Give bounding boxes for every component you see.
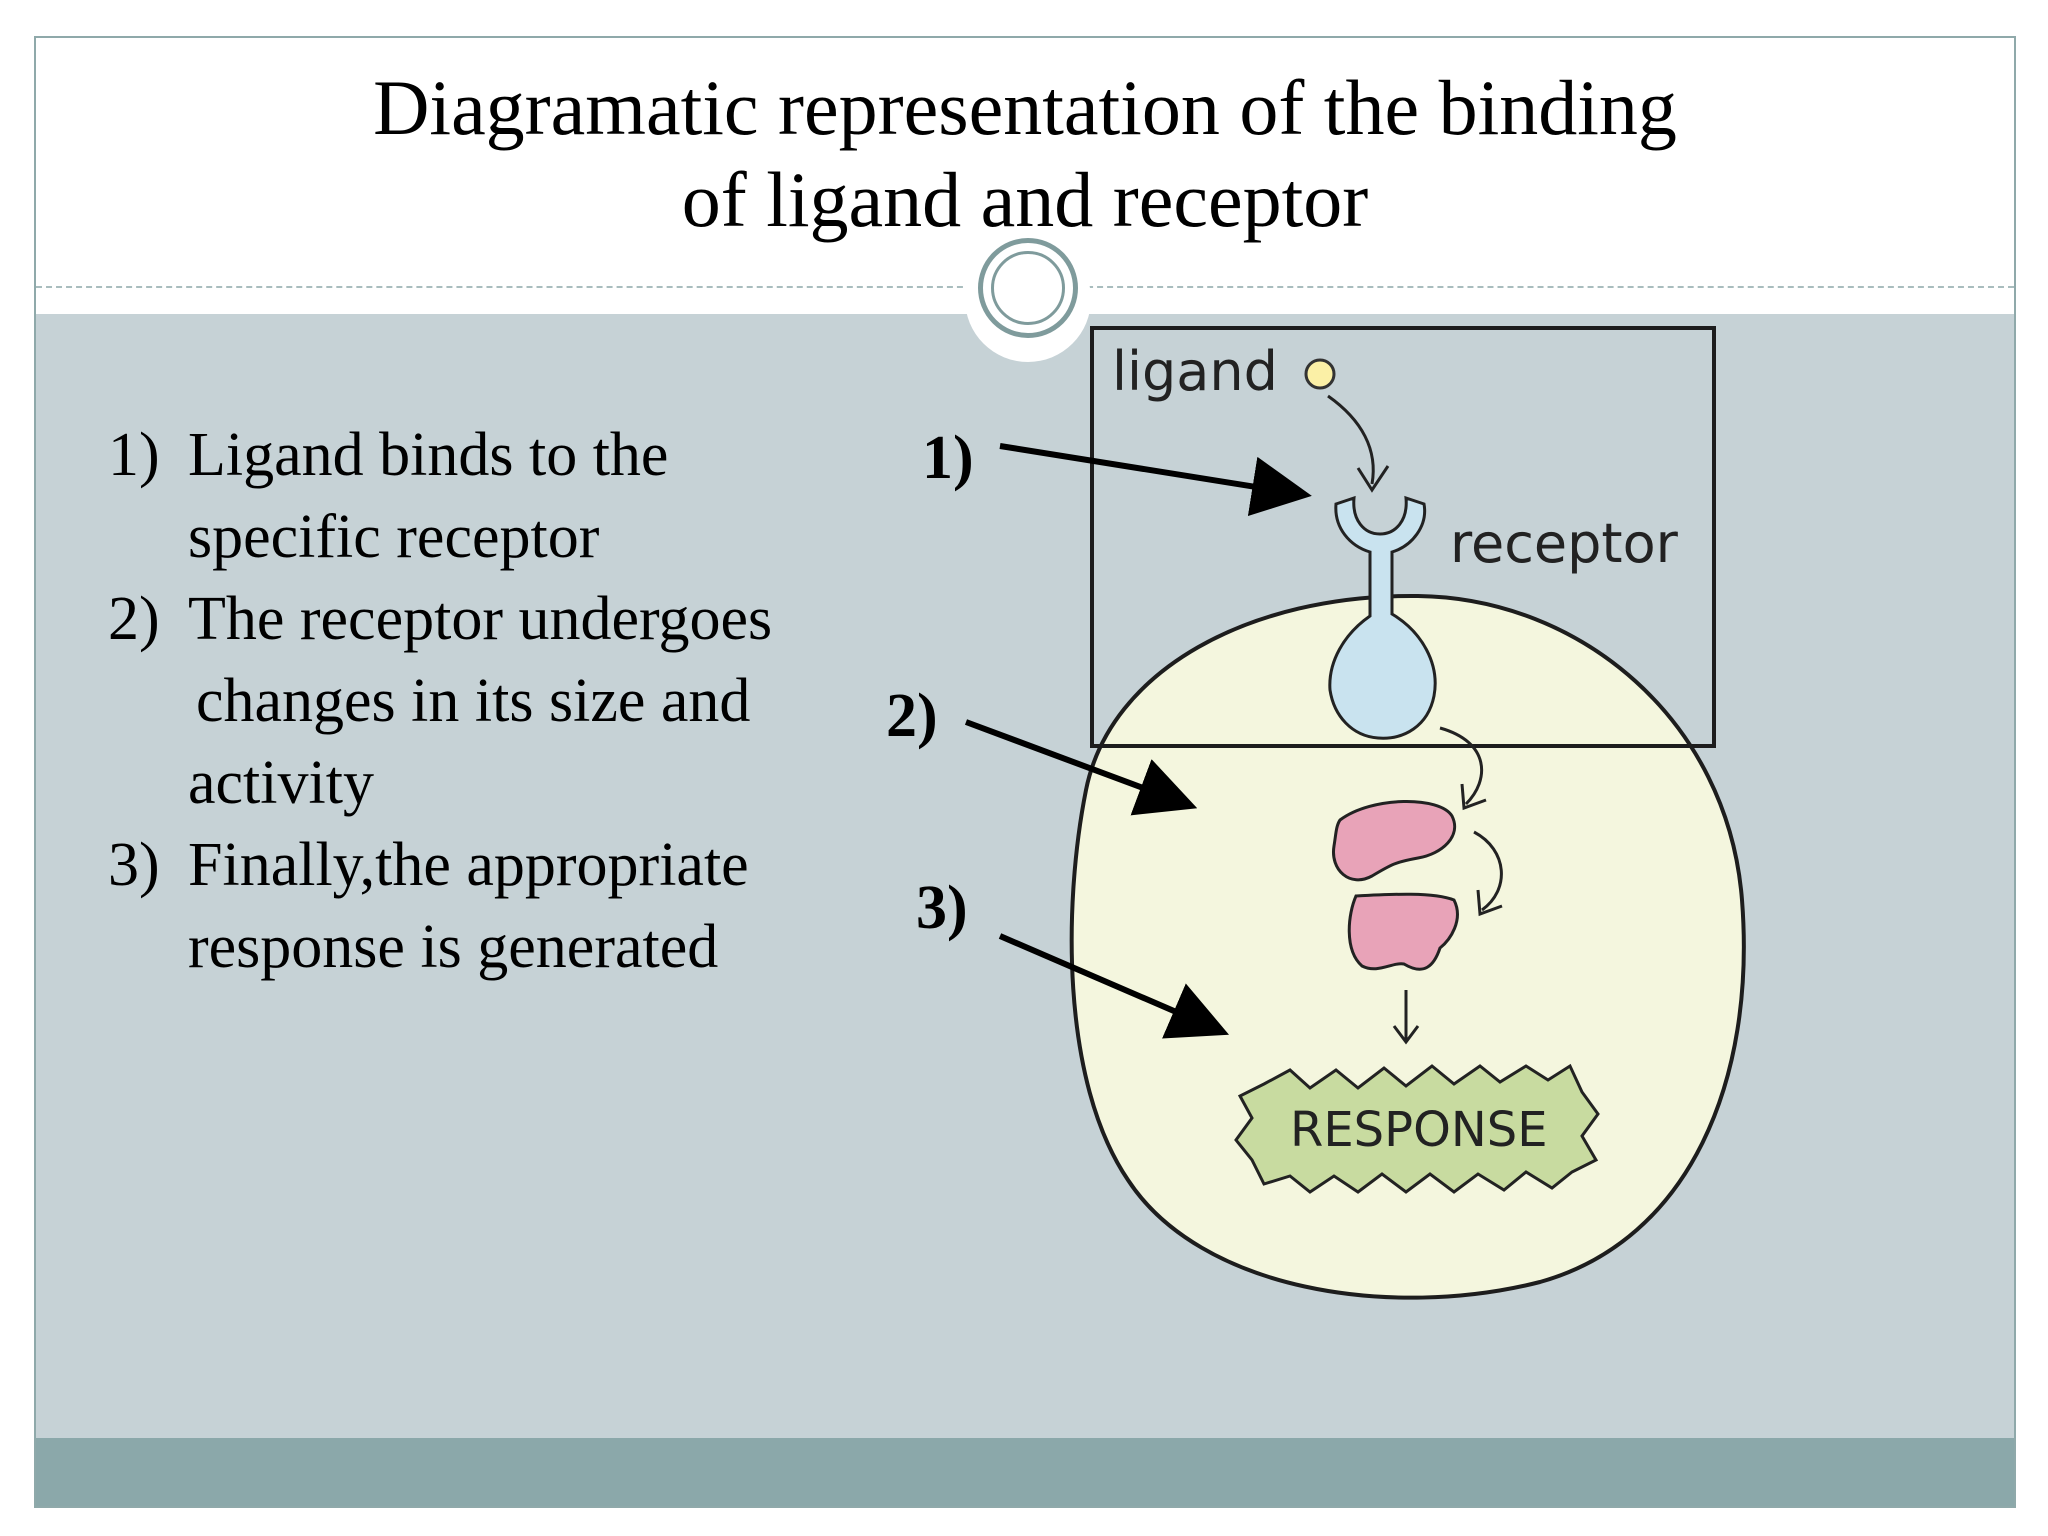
step-number: 1)	[108, 421, 160, 489]
callout-marker-3: 3)	[916, 874, 968, 942]
divider-ornament-icon	[978, 238, 1078, 338]
step-list: 1) Ligand binds to the specific receptor…	[108, 414, 908, 988]
signal-arrow-2-head	[1476, 889, 1503, 917]
step-item-1: 1) Ligand binds to the specific receptor	[108, 414, 908, 578]
footer-band	[36, 1438, 2014, 1506]
callout-marker-1: 1)	[922, 424, 974, 492]
step-text-line: activity	[188, 749, 374, 817]
callout-marker-2: 2)	[886, 682, 938, 750]
signal-arrow-1-head	[1460, 783, 1487, 811]
step-text-line: The receptor undergoes	[188, 585, 773, 653]
ligand-arrow	[1327, 394, 1375, 485]
step-item-2: 2) The receptor undergoes changes in its…	[108, 578, 908, 824]
step-text-line: Finally,the appropriate	[188, 831, 749, 899]
ligand-arrow-head	[1356, 465, 1390, 493]
step-text-line: specific receptor	[188, 503, 600, 571]
slide-title-line-1: Diagramatic representation of the bindin…	[373, 64, 1677, 151]
response-burst	[1234, 1063, 1600, 1194]
protein-active-icon	[1347, 892, 1459, 971]
callout-arrow-2	[964, 719, 1198, 816]
step-text-line: response is generated	[188, 913, 719, 981]
signal-arrow-1	[1439, 726, 1484, 806]
receptor-highlight-box	[1090, 326, 1716, 748]
step-number: 3)	[108, 831, 160, 899]
callout-arrow-3	[998, 933, 1230, 1039]
divider-ornament-inner-ring	[991, 251, 1065, 325]
protein-inactive-icon	[1332, 800, 1457, 882]
step-text-line: Ligand binds to the	[188, 421, 669, 489]
slide-title: Diagramatic representation of the bindin…	[34, 62, 2016, 246]
ligand-icon	[1304, 358, 1336, 390]
step-text-line: changes in its size and	[196, 667, 751, 735]
response-label: RESPONSE	[1290, 1102, 1548, 1158]
step-number: 2)	[108, 585, 160, 653]
signal-arrow-2	[1473, 830, 1503, 912]
receptor-label: receptor	[1450, 512, 1679, 575]
response-arrow-head	[1392, 1025, 1420, 1045]
slide-title-line-2: of ligand and receptor	[681, 156, 1369, 243]
step-item-3: 3) Finally,the appropriate response is g…	[108, 824, 908, 988]
ligand-label: ligand	[1112, 340, 1278, 403]
callout-arrow-1	[999, 443, 1312, 517]
receptor-icon	[1328, 495, 1437, 740]
